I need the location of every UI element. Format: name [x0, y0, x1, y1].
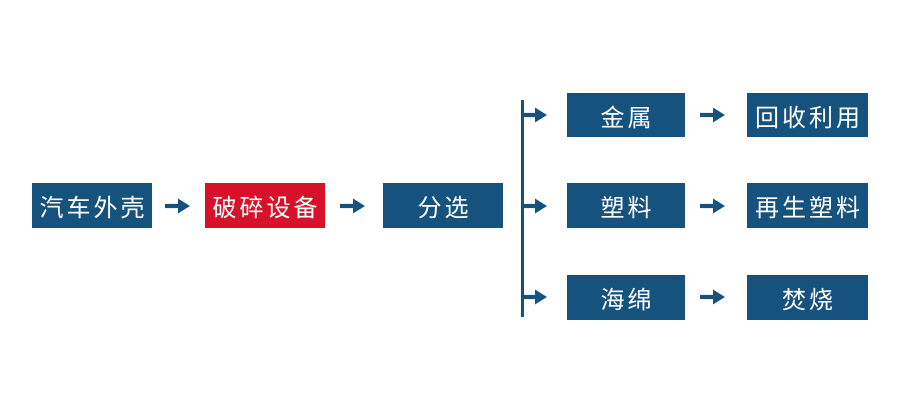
arrow-right-icon [700, 197, 726, 215]
node-plastic: 塑料 [567, 183, 685, 228]
arrow-right-icon [165, 197, 191, 215]
arrow-right-icon [522, 106, 548, 124]
node-crushing-equipment: 破碎设备 [205, 183, 325, 228]
node-sponge: 海绵 [567, 275, 685, 320]
arrow-right-icon [700, 288, 726, 306]
arrow-right-icon [522, 288, 548, 306]
node-recycling: 回收利用 [747, 93, 868, 137]
node-car-shell: 汽车外壳 [32, 183, 152, 228]
arrow-right-icon [700, 106, 726, 124]
branch-connector-line [521, 100, 524, 317]
arrow-right-icon [522, 197, 548, 215]
arrow-right-icon [340, 197, 366, 215]
node-metal: 金属 [567, 93, 685, 137]
node-sorting: 分选 [383, 183, 503, 228]
node-recycled-plastic: 再生塑料 [747, 183, 868, 228]
node-incineration: 焚烧 [747, 275, 868, 320]
